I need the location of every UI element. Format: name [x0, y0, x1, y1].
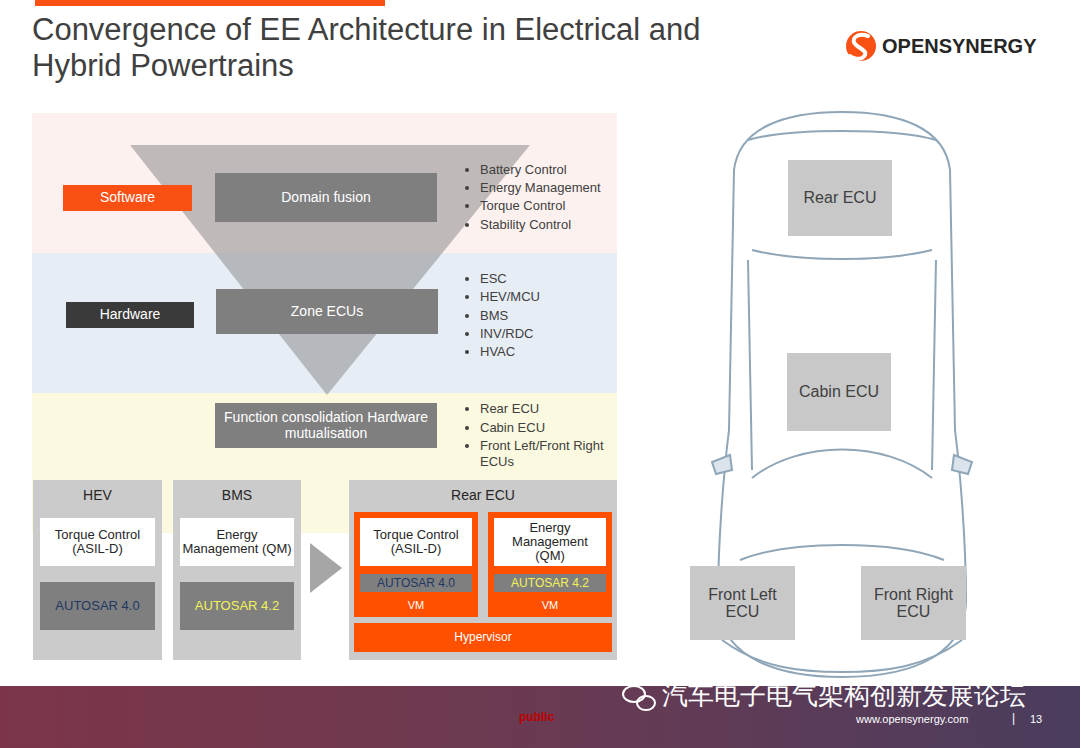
page-number: 13	[1030, 713, 1042, 726]
box-text: Energy Management (QM)	[182, 528, 292, 556]
car-ecu-box: Cabin ECU	[787, 353, 891, 431]
bullet-dot	[465, 204, 469, 208]
bullet-dot	[465, 332, 469, 336]
car-ecu-box: Front Right ECU	[861, 566, 966, 640]
bullet-item: Battery Control	[480, 162, 567, 178]
separator: |	[1012, 711, 1015, 725]
bullet-item: ESC	[480, 271, 507, 287]
watermark: 汽车电子电气架构创新发展论坛	[662, 680, 1026, 711]
vm-box: VM Energy Management (QM) AUTOSAR 4.2	[488, 512, 612, 617]
stage-box: Zone ECUs	[216, 289, 438, 334]
box-text: Rear ECU	[804, 189, 877, 206]
bullet-dot	[465, 314, 469, 318]
bullet-item: HVAC	[480, 344, 515, 360]
box-text: Software	[100, 190, 155, 205]
box-heading: HEV	[33, 487, 162, 503]
bullet-dot	[465, 277, 469, 281]
bullet-dot	[465, 186, 469, 190]
box-text: Hardware	[100, 307, 161, 322]
bullet-item: INV/RDC	[480, 326, 533, 342]
bullet-dot	[465, 350, 469, 354]
bullet-item: Cabin ECU	[480, 420, 545, 436]
function-box: Torque Control (ASIL-D)	[40, 518, 155, 566]
box-text: Function consolidation Hardware mutualis…	[217, 410, 435, 440]
box-heading: VM	[488, 599, 612, 611]
box-text: AUTOSAR 4.2	[195, 599, 279, 613]
logo-text: OPENSYNERGY	[882, 34, 1036, 58]
stage-box: Domain fusion	[215, 173, 437, 222]
bullet-item: Rear ECU	[480, 401, 539, 417]
funnel-triangle	[130, 145, 530, 395]
box-heading: VM	[354, 599, 478, 611]
box-heading: BMS	[173, 487, 301, 503]
bullet-dot	[465, 295, 469, 299]
slide-title: Convergence of EE Architecture in Electr…	[32, 12, 732, 83]
box-text: Zone ECUs	[291, 304, 363, 319]
function-box: Energy Management (QM)	[180, 518, 294, 566]
bullet-dot	[465, 426, 469, 430]
car-ecu-box: Rear ECU	[788, 160, 892, 236]
stage-box: Function consolidation Hardware mutualis…	[215, 403, 437, 448]
box-text: Torque Control (ASIL-D)	[42, 528, 153, 556]
box-text: Hypervisor	[454, 631, 511, 644]
function-box: Torque Control (ASIL-D)	[360, 518, 472, 566]
layer-tag: Hardware	[66, 302, 194, 328]
ecu-box: Rear ECU VM Torque Control (ASIL-D) AUTOSAR…	[349, 480, 617, 660]
bullet-item: Stability Control	[480, 217, 571, 233]
os-box: AUTOSAR 4.2	[494, 574, 606, 592]
bullet-item: Torque Control	[480, 198, 565, 214]
transition-chevron	[310, 543, 342, 593]
ecu-box: BMS Energy Management (QM) AUTOSAR 4.2	[173, 480, 301, 660]
box-text: Torque Control (ASIL-D)	[362, 528, 470, 556]
box-text: Front Right ECU	[863, 586, 964, 621]
os-box: AUTOSAR 4.2	[180, 582, 294, 630]
bullet-dot	[465, 223, 469, 227]
box-text: AUTOSAR 4.0	[377, 577, 455, 590]
box-text: AUTOSAR 4.2	[511, 577, 589, 590]
box-text: Energy Management (QM)	[496, 521, 604, 563]
ecu-box: HEV Torque Control (ASIL-D) AUTOSAR 4.0	[33, 480, 162, 660]
website: www.opensynergy.com	[856, 713, 968, 726]
box-text: AUTOSAR 4.0	[55, 599, 139, 613]
classification-mark: public	[519, 710, 554, 724]
hypervisor-bar: Hypervisor	[354, 623, 612, 652]
bullet-item: HEV/MCU	[480, 289, 540, 305]
wechat-icon	[623, 686, 655, 710]
box-text: Cabin ECU	[799, 383, 879, 400]
accent-bar	[35, 0, 385, 6]
bullet-dot	[465, 407, 469, 411]
bullet-dot	[465, 168, 469, 172]
bullet-item: Energy Management	[480, 180, 601, 196]
box-heading: Rear ECU	[349, 487, 617, 503]
logo-icon	[846, 31, 876, 61]
vm-box: VM Torque Control (ASIL-D) AUTOSAR 4.0	[354, 512, 478, 617]
bullet-item: BMS	[480, 308, 508, 324]
os-box: AUTOSAR 4.0	[40, 582, 155, 630]
bullet-item: Front Left/Front Right ECUs	[480, 438, 605, 469]
os-box: AUTOSAR 4.0	[360, 574, 472, 592]
layer-tag: Software	[63, 185, 192, 211]
car-ecu-box: Front Left ECU	[690, 566, 795, 640]
bullet-dot	[465, 444, 469, 448]
function-box: Energy Management (QM)	[494, 518, 606, 566]
box-text: Front Left ECU	[692, 586, 793, 621]
box-text: Domain fusion	[281, 190, 371, 205]
